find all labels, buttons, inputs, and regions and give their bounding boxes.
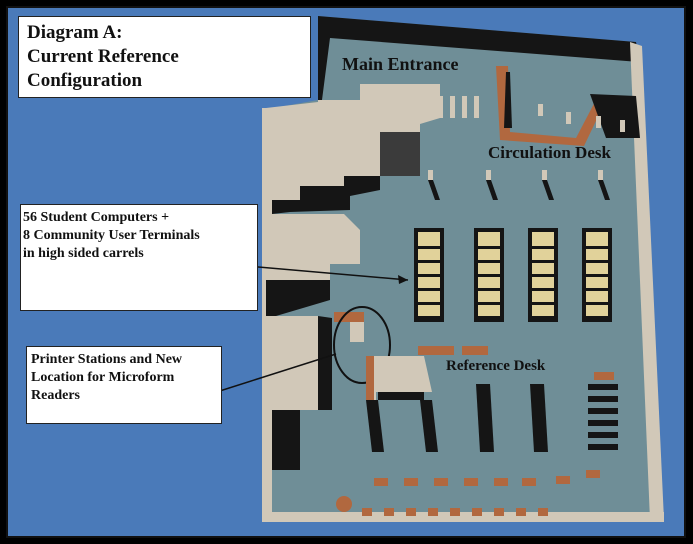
bottom-tables [336, 470, 600, 516]
wall-shadow-middle [266, 280, 330, 316]
wall-block-right [590, 94, 640, 138]
computers-callout-text: 56 Student Computers + 8 Community User … [23, 210, 200, 261]
computers-callout-box: 56 Student Computers + 8 Community User … [20, 204, 258, 311]
wall-shadow-upper [266, 176, 380, 214]
printers-callout-box: Printer Stations and New Location for Mi… [26, 346, 222, 424]
posts [428, 104, 625, 180]
printer-highlight-ellipse [333, 306, 391, 384]
wall-block-middle [266, 214, 360, 280]
wall-shadow-lower [318, 316, 332, 410]
printer-stations [334, 312, 364, 342]
wall-shadow-bottom-left [272, 410, 300, 470]
outer-wall-right [630, 42, 664, 520]
right-shelving [588, 372, 618, 450]
circulation-desk-shape [496, 66, 606, 146]
outer-wall-bottom [262, 512, 664, 522]
wall-block-upper-shadow [380, 132, 420, 176]
wall-block-lower [266, 316, 318, 410]
entrance-gates [438, 96, 479, 118]
carrel-dividers [416, 246, 610, 305]
reference-desk-label: Reference Desk [446, 358, 546, 374]
wall-block-upper [266, 84, 440, 200]
diagram-title-box: Diagram A: Current Reference Configurati… [18, 16, 311, 98]
stacks [366, 384, 548, 452]
post-shadows [428, 180, 610, 200]
outer-wall-top [318, 16, 640, 100]
printers-callout-text: Printer Stations and New Location for Mi… [31, 352, 183, 403]
reference-desk-shape [366, 346, 488, 400]
circulation-desk-label: Circulation Desk [488, 143, 611, 162]
main-entrance-label: Main Entrance [342, 54, 459, 74]
diagram-title: Diagram A: Current Reference Configurati… [27, 22, 179, 91]
